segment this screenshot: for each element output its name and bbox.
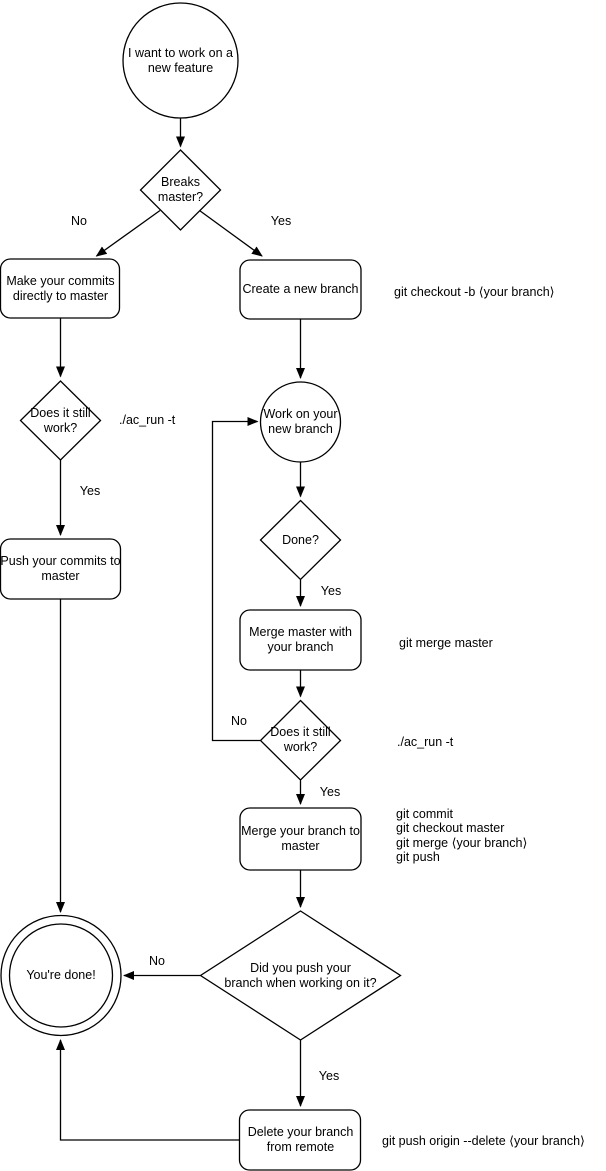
- does-it-work-right-diamond: [259, 699, 342, 781]
- push-commits-box: [0, 538, 122, 600]
- start-node-label: I want to work on a new feature: [128, 45, 233, 75]
- connector-breaks-master-no-to-make-commits: [95, 209, 161, 257]
- create-branch-label: Create a new branch: [242, 282, 359, 296]
- delete-branch-box: [238, 1109, 362, 1171]
- merge-master-label: Merge master with your branch: [249, 625, 352, 654]
- start-circle: [122, 2, 239, 119]
- annotation-checkout-cmd: git checkout -b ⟨your branch⟩: [394, 285, 555, 299]
- did-you-push-label: Did you push your branch when working on…: [224, 960, 377, 990]
- make-commits-label: Make your commits directly to master: [6, 273, 115, 303]
- make-commits-box: [0, 258, 121, 319]
- edge-label-work-right-yes: Yes: [319, 785, 341, 799]
- youre-done-inner-circle: [8, 923, 114, 1028]
- annotation-ac-run-right: ./ac_run -t: [397, 735, 454, 749]
- done-diamond: [259, 499, 342, 581]
- annotation-merge-master-cmd: git merge master: [399, 636, 493, 650]
- merge-branch-box: [239, 807, 362, 871]
- work-on-branch-circle: [259, 381, 342, 463]
- annotation-merge-branch-cmds: git commit git checkout master git merge…: [396, 807, 528, 865]
- edge-label-work-left-yes: Yes: [79, 484, 101, 498]
- edge-label-breaks-no: No: [71, 214, 87, 228]
- annotation-delete-cmd: git push origin --delete ⟨your branch⟩: [382, 1134, 585, 1148]
- connector-breaks-master-yes-to-create-branch: [199, 209, 263, 257]
- edge-label-done-yes: Yes: [320, 584, 342, 598]
- breaks-master-diamond: [139, 149, 222, 231]
- work-on-branch-label: Work on your new branch: [263, 407, 338, 436]
- delete-branch-label: Delete your branch from remote: [247, 1125, 354, 1154]
- done-label: Done?: [282, 532, 319, 547]
- push-commits-label: Push your commits to master: [0, 554, 121, 583]
- edge-label-work-right-no: No: [231, 714, 247, 728]
- edge-label-pushed-yes: Yes: [318, 1069, 340, 1083]
- edge-label-breaks-yes: Yes: [270, 214, 292, 228]
- breaks-master-label: Breaks master?: [157, 175, 204, 204]
- does-it-work-left-label: Does it still work?: [30, 405, 91, 435]
- does-it-work-left-diamond: [19, 380, 102, 461]
- merge-branch-label: Merge your branch to master: [241, 824, 360, 853]
- youre-done-label: You're done!: [26, 968, 96, 982]
- create-branch-box: [239, 259, 362, 320]
- annotation-ac-run-left: ./ac_run -t: [119, 413, 176, 427]
- does-it-work-right-label: Does it still work?: [270, 725, 331, 754]
- merge-master-box: [239, 609, 362, 671]
- did-you-push-diamond: [199, 910, 402, 1041]
- connector-delete-branch-to-youre-done: [56, 1039, 240, 1141]
- edge-label-pushed-no: No: [149, 954, 165, 968]
- connector-does-it-work-no-loop-to-work-on-branch: [211, 417, 260, 742]
